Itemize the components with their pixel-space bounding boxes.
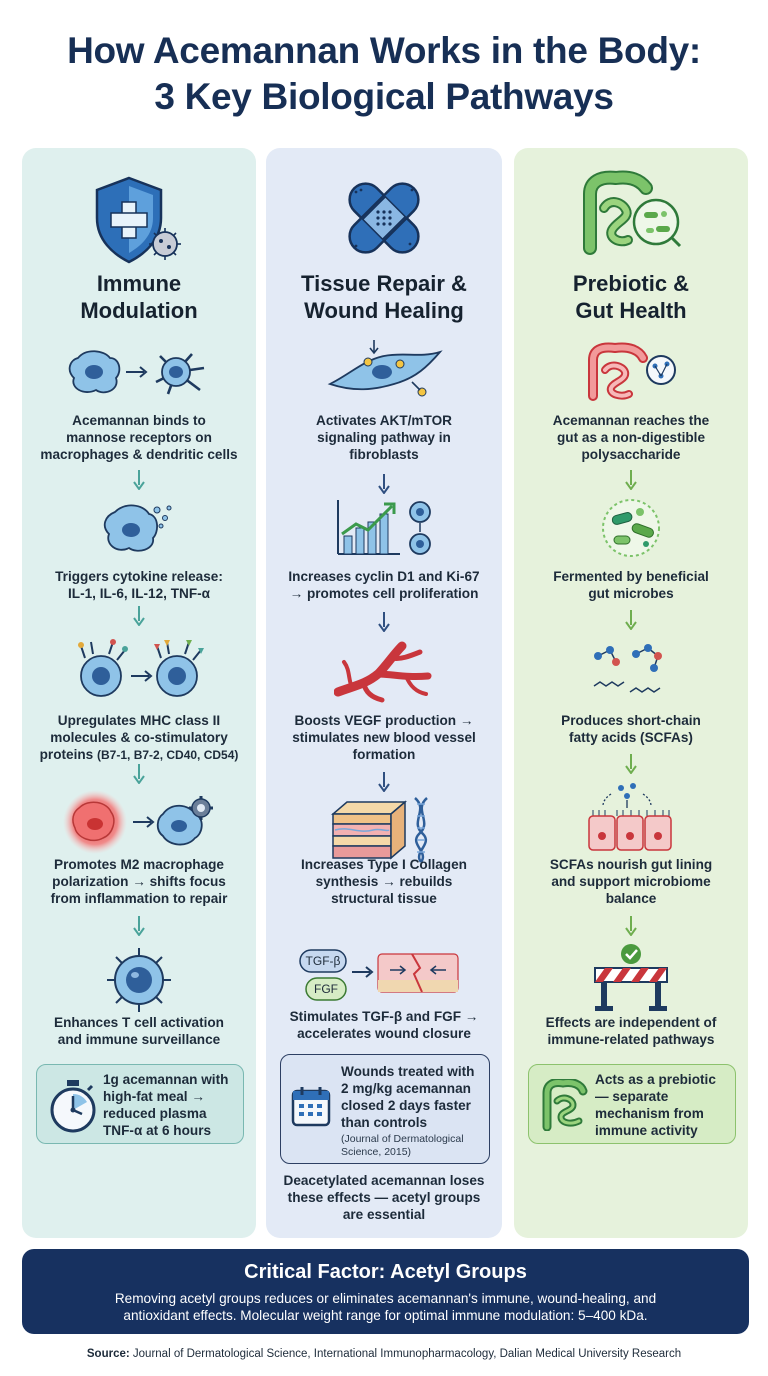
tissue-step-4-text: Increases Type I Collagen synthesis → re… <box>301 857 467 906</box>
tissue-callout: Wounds treated with 2 mg/kg acemannan cl… <box>280 1054 490 1164</box>
fibroblast-icon <box>327 340 443 397</box>
down-arrow-icon <box>133 606 145 626</box>
down-arrow-icon <box>133 470 145 490</box>
title-line-1: How Acemannan Works in the Body: <box>67 30 701 71</box>
fgf-tag: FGF <box>314 982 338 996</box>
cytokine-release-icon <box>103 504 172 552</box>
gut-step-4-text: SCFAs nourish gut lining and support mic… <box>549 857 713 906</box>
t-cell-icon <box>107 948 171 1012</box>
page-title: How Acemannan Works in the Body: 3 Key B… <box>0 28 768 120</box>
down-arrow-icon <box>133 764 145 784</box>
column-immune-modulation: Immune Modulation Acemannan binds to man… <box>22 148 256 1238</box>
stopwatch-icon <box>50 1080 96 1133</box>
immune-heading: Immune Modulation <box>80 271 198 323</box>
wound-closure-icon: TGF-β FGF <box>299 949 459 1001</box>
calendar-icon <box>291 1087 331 1127</box>
title-line-2: 3 Key Biological Pathways <box>154 76 614 117</box>
gut-step-1-text: Acemannan reaches the gut as a non-diges… <box>552 413 710 462</box>
banner-title: Critical Factor: Acetyl Groups <box>244 1261 527 1283</box>
immune-step-5-text: Enhances T cell activation and immune su… <box>54 1015 224 1047</box>
immune-callout-text: 1g acemannan with high-fat meal → reduce… <box>103 1072 229 1138</box>
tissue-repair-heading: Tissue Repair & Wound Healing <box>301 271 467 323</box>
source-label: Source: <box>86 1348 130 1360</box>
gut-microbe-icon <box>583 170 682 255</box>
bandage-icon <box>348 182 420 254</box>
column-tissue-repair: Tissue Repair & Wound Healing Activates … <box>266 148 502 1238</box>
tissue-step-1-text: Activates AKT/mTOR signaling pathway in … <box>316 413 452 462</box>
immune-step-2-text: Triggers cytokine release: IL-1, IL-6, I… <box>55 569 223 601</box>
immune-step-4-text: Promotes M2 macrophage polarization → sh… <box>50 857 228 906</box>
macrophage-dendritic-icon <box>68 350 205 395</box>
prebiotic-callout: Acts as a prebiotic — separate mechanism… <box>528 1064 736 1144</box>
prebiotic-heading: Prebiotic & Gut Health <box>572 271 690 323</box>
down-arrow-icon <box>625 916 637 936</box>
molecule-chain-icon <box>593 644 662 693</box>
down-arrow-icon <box>625 610 637 630</box>
down-arrow-icon <box>378 474 390 494</box>
down-arrow-icon <box>625 470 637 490</box>
down-arrow-icon <box>625 754 637 774</box>
deacetylation-note: Deacetylated acemannan loses these effec… <box>283 1173 485 1222</box>
shield-virus-icon <box>95 176 181 264</box>
down-arrow-icon <box>378 612 390 632</box>
critical-factor-banner: Critical Factor: Acetyl Groups Removing … <box>22 1249 749 1334</box>
collagen-dna-icon <box>330 797 428 863</box>
down-arrow-icon <box>133 916 145 936</box>
tissue-step-5-text: Stimulates TGF-β and FGF → accelerates w… <box>289 1009 479 1041</box>
source-text: Journal of Dermatological Science, Inter… <box>132 1348 682 1360</box>
banner-text: Removing acetyl groups reduces or elimin… <box>114 1291 657 1323</box>
m2-polarization-icon <box>63 790 213 854</box>
tissue-callout-citation: (Journal of Dermatological Science, 2015… <box>341 1133 464 1158</box>
gut-step-5-text: Effects are independent of immune-relate… <box>545 1015 717 1047</box>
intestine-small-icon <box>542 1079 588 1131</box>
down-arrow-icon <box>378 772 390 792</box>
immune-step-3-text: Upregulates MHC class II molecules & co-… <box>39 713 239 762</box>
immune-callout: 1g acemannan with high-fat meal → reduce… <box>36 1064 244 1144</box>
tissue-callout-text: Wounds treated with 2 mg/kg acemannan cl… <box>341 1064 475 1130</box>
gut-step-3-text: Produces short-chain fatty acids (SCFAs) <box>561 713 701 745</box>
gut-step-2-text: Fermented by beneficial gut microbes <box>553 569 709 601</box>
tgf-beta-tag: TGF-β <box>306 954 341 968</box>
blood-vessel-icon <box>334 641 432 703</box>
tissue-step-2-text: Increases cyclin D1 and Ki-67 → promotes… <box>288 569 480 601</box>
gut-lining-icon <box>588 783 672 851</box>
barrier-check-icon <box>594 944 668 1011</box>
intestine-icon <box>588 342 676 401</box>
growth-chart-icon <box>337 500 431 555</box>
column-prebiotic-gut: Prebiotic & Gut Health Acemannan reaches… <box>514 148 748 1238</box>
source-line: Source: Journal of Dermatological Scienc… <box>0 1348 768 1360</box>
immune-step-1-text: Acemannan binds to mannose receptors on … <box>40 413 238 462</box>
tissue-step-3-text: Boosts VEGF production → stimulates new … <box>292 713 476 762</box>
microbes-icon <box>602 499 660 557</box>
mhc-receptor-cells-icon <box>78 639 204 697</box>
prebiotic-callout-text: Acts as a prebiotic — separate mechanism… <box>595 1072 716 1138</box>
